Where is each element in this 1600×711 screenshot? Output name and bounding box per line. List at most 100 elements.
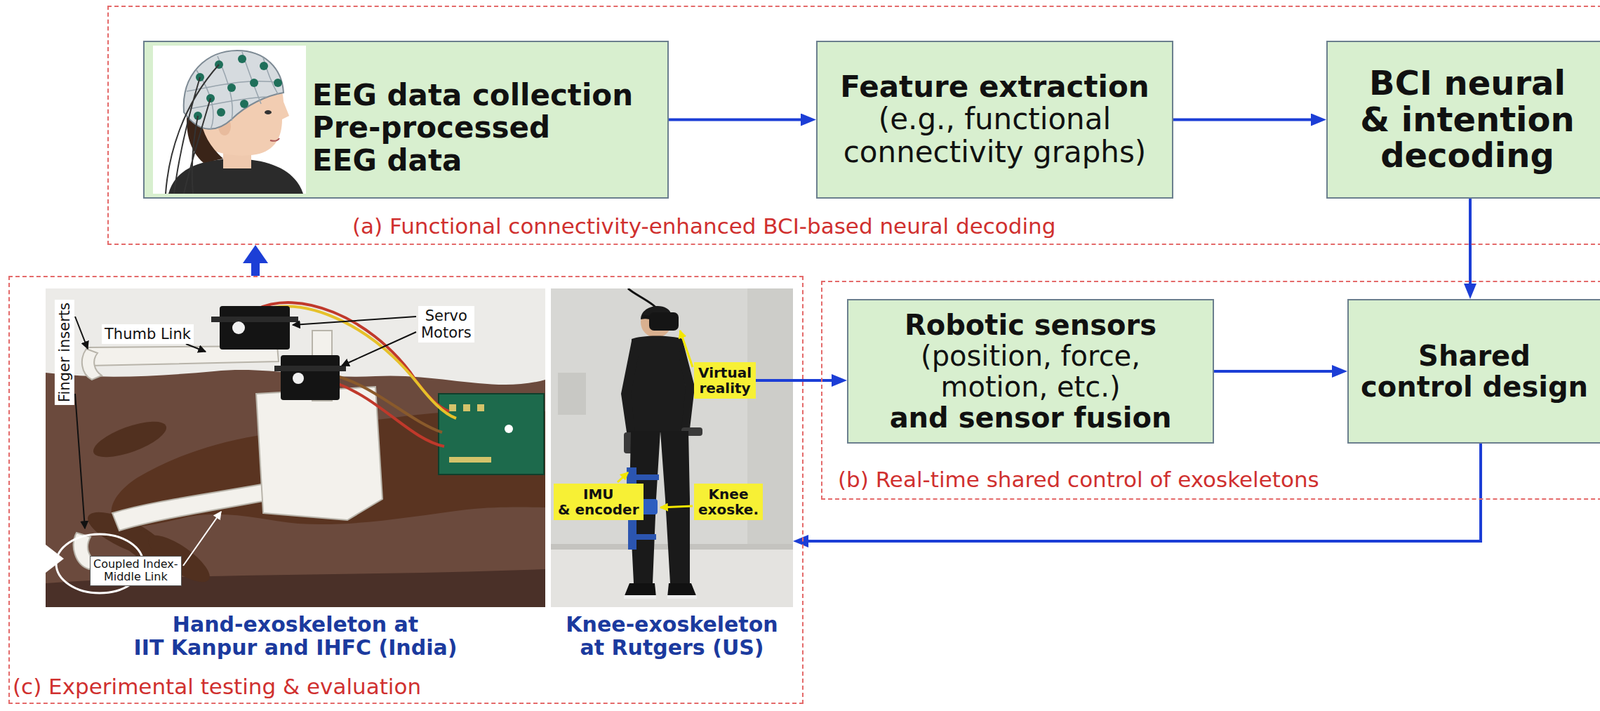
knee-exoskeleton-photo-part-part	[617, 472, 629, 483]
flow-arrow	[1468, 198, 1472, 284]
part-label: Servo Motors	[418, 305, 475, 343]
label-holder: Servo Motors	[418, 305, 475, 343]
hand-exoskeleton-photo-part-part	[185, 343, 206, 352]
eeg-head-picture	[152, 45, 306, 194]
box-text: and sensor fusion	[889, 402, 1172, 433]
hand-exoskeleton-photo-part-part	[89, 414, 171, 464]
label-holder: Finger inserts	[64, 352, 170, 372]
box-text: Pre-processed EEG data	[312, 111, 551, 177]
part-label: Finger inserts	[54, 299, 75, 405]
box-text: Feature extraction	[840, 70, 1149, 104]
eeg-head-picture-part-part	[249, 78, 259, 88]
eeg-head-picture-part	[270, 138, 280, 142]
callout-tag: Virtual reality	[694, 362, 756, 399]
knee-exoskeleton-photo-part-part	[630, 534, 657, 540]
hand-exoskeleton-photo	[45, 288, 546, 608]
hand-exoskeleton-photo-part	[292, 372, 304, 384]
box-fill	[143, 40, 669, 199]
hand-exoskeleton-photo-part-part	[477, 404, 485, 412]
box-text: Shared control design	[1360, 340, 1589, 403]
label-holder: Coupled Index- Middle Link	[89, 555, 182, 586]
knee-exoskeleton-photo-part-part	[680, 330, 693, 368]
hand-exoskeleton-photo-part	[449, 404, 492, 463]
process-box: Robotic sensors(position, force, motion,…	[847, 298, 1215, 444]
hand-exoskeleton-photo-part-part	[463, 404, 471, 412]
hand-exoskeleton-photo-part	[336, 376, 443, 433]
group-title: (a) Functional connectivity-enhanced BCI…	[352, 213, 1056, 240]
eeg-head-picture-part-part	[240, 99, 249, 109]
knee-exoskeleton-photo-part-part	[629, 474, 659, 480]
hand-exoskeleton-photo-part-part	[449, 456, 492, 463]
callout-tag: IMU & encoder	[553, 483, 644, 520]
hand-exoskeleton-photo-part-part	[449, 404, 457, 412]
tag-text: IMU & encoder	[557, 486, 640, 518]
knee-exoskeleton-photo	[550, 288, 793, 608]
hand-exoskeleton-photo-part	[232, 321, 245, 335]
eeg-head-picture-part	[152, 45, 306, 194]
group-region: (a) Functional connectivity-enhanced BCI…	[107, 5, 1600, 245]
box-text: EEG data collection	[312, 79, 633, 112]
hand-exoskeleton-photo-part-part	[256, 386, 383, 520]
hand-exoskeleton-photo-part-part	[292, 316, 417, 325]
hand-exoskeleton-photo-part	[274, 365, 346, 372]
flow-arrow	[808, 443, 1481, 542]
hand-exoskeleton-photo-part	[75, 316, 417, 566]
box-text: Robotic sensors	[904, 309, 1157, 341]
hand-exoskeleton-photo-part	[219, 305, 290, 350]
hand-exoskeleton-photo-part	[211, 316, 299, 323]
part-label: Coupled Index- Middle Link	[89, 555, 182, 586]
box-fill	[1347, 298, 1600, 444]
hand-exoskeleton-photo-part	[73, 330, 383, 570]
box-text: (position, force, motion, etc.)	[920, 340, 1141, 403]
hand-exoskeleton-photo-part	[336, 383, 445, 447]
group-title: (c) Experimental testing & evaluation	[12, 673, 422, 700]
eeg-head-picture-part	[186, 51, 281, 130]
label-holder: Thumb Link	[101, 324, 194, 344]
group-title: (b) Real-time shared control of exoskele…	[837, 466, 1320, 493]
box-fill	[816, 40, 1174, 199]
hand-exoskeleton-photo-part-part	[183, 511, 222, 566]
flow-arrow	[1214, 369, 1332, 373]
box-text: BCI neural & intention decoding	[1360, 65, 1575, 175]
callout-tag: Knee exoske.	[694, 483, 763, 520]
knee-exoskeleton-photo-part	[621, 341, 640, 433]
hand-exoskeleton-photo-part	[438, 393, 544, 475]
hand-exoskeleton-photo-part-part	[82, 348, 102, 380]
knee-exoskeleton-photo-part	[550, 288, 793, 608]
eeg-head-picture-part-part	[273, 78, 283, 88]
hand-exoskeleton-photo-part-part	[75, 316, 88, 349]
tag-text: Virtual reality	[698, 364, 752, 396]
process-box: Shared control design	[1347, 298, 1600, 444]
flow-arrow	[1173, 118, 1311, 122]
box-fill	[1326, 40, 1600, 199]
hand-exoskeleton-photo-part-part	[75, 393, 85, 529]
process-box: Feature extraction(e.g., functional conn…	[816, 40, 1174, 199]
eeg-head-picture-part-part	[237, 54, 247, 64]
box-fill	[847, 298, 1215, 444]
photo-caption: Hand-exoskeleton at IIT Kanpur and IHFC …	[134, 612, 458, 659]
hand-exoskeleton-photo-part	[45, 288, 546, 608]
hand-exoskeleton-photo-part	[45, 544, 64, 573]
knee-exoskeleton-photo-part	[557, 372, 586, 415]
box-text: (e.g., functional connectivity graphs)	[843, 103, 1147, 168]
hand-exoskeleton-photo-part	[504, 424, 513, 433]
eeg-head-picture-part-part	[259, 61, 269, 71]
knee-exoskeleton-photo-part	[649, 312, 679, 331]
knee-exoskeleton-photo-part-part	[660, 505, 693, 508]
process-box: BCI neural & intention decoding	[1326, 40, 1600, 199]
knee-exoskeleton-photo-part	[617, 330, 693, 508]
process-box: EEG data collectionPre-processed EEG dat…	[143, 40, 669, 199]
eeg-head-picture-part-part	[227, 83, 236, 92]
flow-arrow	[755, 378, 832, 382]
group-region: (b) Real-time shared control of exoskele…	[821, 280, 1600, 500]
photo-caption: Knee-exoskeleton at Rutgers (US)	[565, 612, 778, 659]
eeg-head-picture-part	[264, 110, 272, 115]
knee-exoskeleton-photo-part	[623, 595, 657, 599]
flow-arrow	[668, 118, 801, 122]
block-arrow	[251, 263, 260, 276]
eeg-head-picture-part	[183, 50, 284, 130]
hand-exoskeleton-photo-part-part	[341, 331, 417, 366]
